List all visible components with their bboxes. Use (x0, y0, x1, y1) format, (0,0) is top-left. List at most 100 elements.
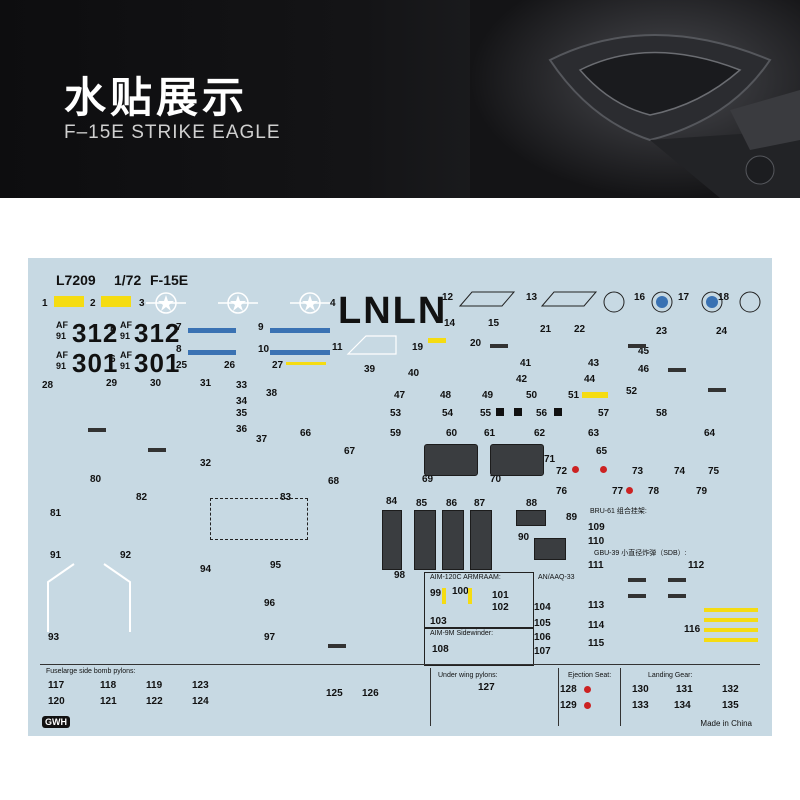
decal-number: 18 (718, 292, 730, 303)
decal-number: 130 (632, 684, 649, 695)
stencil-decal (668, 368, 686, 372)
section-label-bru61: BRU-61 组合挂架: (590, 508, 647, 515)
decal-number: 42 (516, 374, 528, 385)
made-in-label: Made in China (700, 719, 752, 728)
decal-number: 64 (704, 428, 716, 439)
section-divider (620, 668, 621, 726)
radar-screen-decal (534, 538, 566, 560)
red-warning-decal (626, 487, 633, 494)
decal-number: 72 (556, 466, 568, 477)
red-warning-decal (584, 702, 591, 709)
decal-number: 82 (136, 492, 148, 503)
instrument-panel-decal (490, 444, 544, 476)
decal-number: 114 (588, 620, 605, 631)
decal-number: 85 (416, 498, 428, 509)
decal-number: 99 (430, 588, 442, 599)
stencil-decal (628, 594, 646, 598)
decal-number: 83 (280, 492, 292, 503)
decal-number: 17 (678, 292, 690, 303)
aim9-section-box (424, 628, 534, 666)
decal-number: 78 (648, 486, 660, 497)
decal-number: 86 (446, 498, 458, 509)
decal-number: 95 (270, 560, 282, 571)
yellow-stripe-decal (286, 362, 326, 365)
yellow-stripe-decal (704, 608, 758, 612)
decal-number: 37 (256, 434, 268, 445)
decal-number: 73 (632, 466, 644, 477)
decal-number: 77 (612, 486, 624, 497)
decal-number: 55 (480, 408, 492, 419)
decal-number: 75 (708, 466, 720, 477)
decal-number: 105 (534, 618, 551, 629)
console-panel-decal (442, 510, 464, 570)
brand-logo: GWH (42, 716, 70, 728)
decal-number: 12 (442, 292, 454, 303)
black-square-decal (496, 408, 504, 416)
serial-number-decal: 301 (72, 348, 119, 378)
decal-number: 49 (482, 390, 494, 401)
decal-number: 122 (146, 696, 163, 707)
decal-number: 36 (236, 424, 248, 435)
decal-number: 116 (684, 624, 701, 635)
decal-number: 101 (492, 590, 509, 601)
decal-number: 68 (328, 476, 340, 487)
decal-number: 41 (520, 358, 532, 369)
decal-number: 126 (362, 688, 379, 699)
decal-number: 44 (584, 374, 596, 385)
outline-panel-decal (346, 335, 397, 355)
decal-number: 8 (176, 344, 182, 355)
decal-number: 34 (236, 396, 248, 407)
decal-number: 63 (588, 428, 600, 439)
decal-number: 98 (394, 570, 406, 581)
decal-number: 3 (139, 298, 145, 309)
decal-number: 2 (90, 298, 96, 309)
decal-number: 123 (192, 680, 209, 691)
decal-number: 107 (534, 646, 551, 657)
decal-number: 115 (588, 638, 605, 649)
section-label-aim9: AIM-9M Sidewinder: (430, 630, 494, 637)
blue-stripe-decal (188, 328, 236, 333)
decal-number: 6 (110, 354, 116, 365)
console-panel-decal (470, 510, 492, 570)
stencil-decal (628, 578, 646, 582)
yellow-stripe-decal (704, 618, 758, 622)
decal-number: 26 (224, 360, 236, 371)
decal-number: 97 (264, 632, 276, 643)
decal-number: 104 (534, 602, 551, 613)
decal-number: 112 (688, 560, 705, 571)
stencil-decal (668, 578, 686, 582)
aim120-section-box (424, 572, 534, 628)
stencil-decal (708, 388, 726, 392)
decal-number: 52 (626, 386, 638, 397)
stencil-decal (88, 428, 106, 432)
stencil-decal (628, 344, 646, 348)
serial-number-decal: 312 (134, 318, 181, 348)
decal-number: 89 (566, 512, 578, 523)
decal-number: 74 (674, 466, 686, 477)
serial-number-decal: 312 (72, 318, 119, 348)
decal-number: 15 (488, 318, 500, 329)
yellow-stripe-decal (704, 628, 758, 632)
console-panel-decal (382, 510, 402, 570)
decal-number: 28 (42, 380, 54, 391)
decal-number: 88 (526, 498, 538, 509)
decal-number: 66 (300, 428, 312, 439)
decal-number: 27 (272, 360, 284, 371)
decal-number: 25 (176, 360, 188, 371)
decal-number: 57 (598, 408, 610, 419)
decal-number: 70 (490, 474, 502, 485)
yellow-stripe-decal (582, 392, 608, 398)
decal-number: 48 (440, 390, 452, 401)
decal-number: 62 (534, 428, 546, 439)
stencil-decal (490, 344, 508, 348)
black-square-decal (514, 408, 522, 416)
section-divider (430, 668, 431, 726)
decal-number: 87 (474, 498, 486, 509)
decal-number: 96 (264, 598, 276, 609)
yellow-stripe-decal (101, 296, 131, 307)
decal-number: 45 (638, 346, 650, 357)
decal-number: 51 (568, 390, 580, 401)
decal-number: 53 (390, 408, 402, 419)
